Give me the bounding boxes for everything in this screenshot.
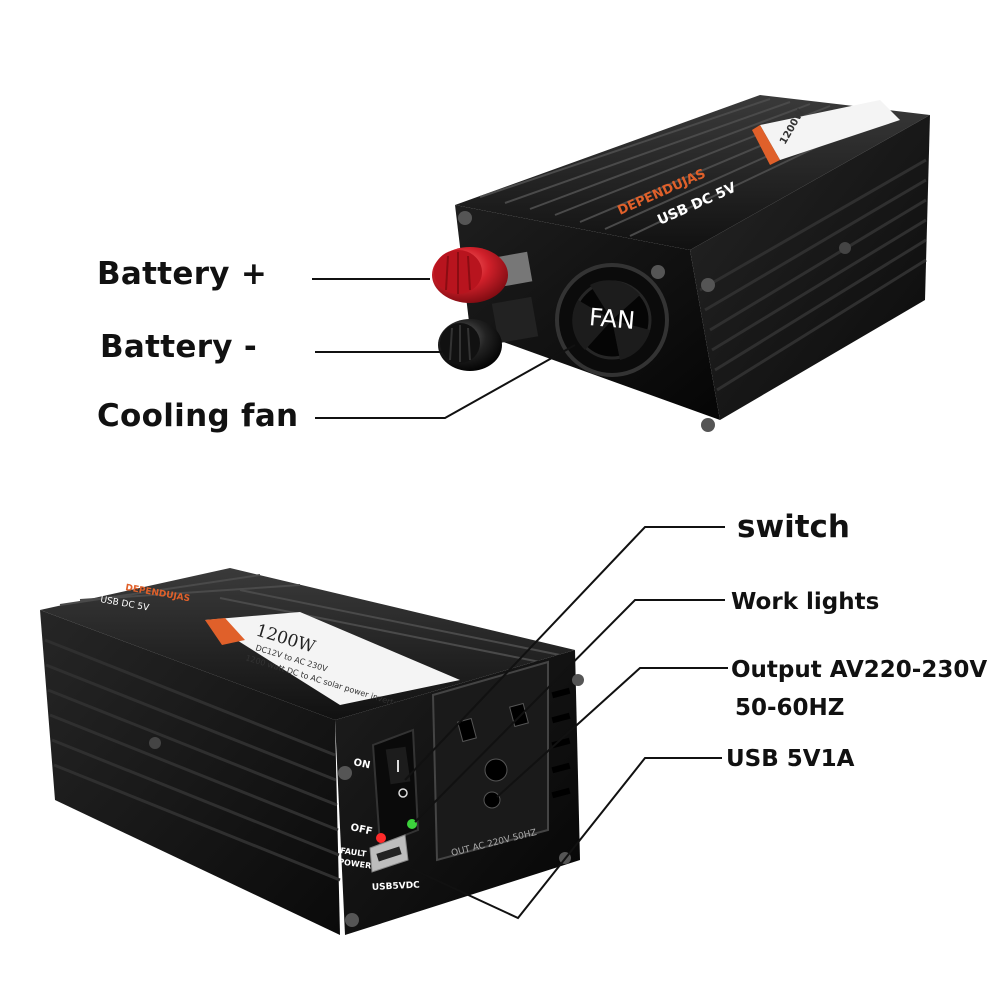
screw: [458, 211, 472, 225]
fault-label: FAULT: [340, 846, 368, 859]
cooling-fan-icon: FAN: [555, 263, 669, 377]
work-lights-callout: Work lights: [731, 589, 880, 615]
fan-label: FAN: [588, 303, 636, 335]
top-inverter: FAN DEPENDUJAS USB DC 5V 1200W: [432, 95, 930, 432]
bottom-inverter-side-ribs: [44, 638, 341, 882]
usb-callout: USB 5V1A: [726, 746, 855, 772]
top-leader-lines: [312, 278, 576, 419]
bottom-inverter-label-stripe: [205, 618, 245, 645]
off-label: OFF: [349, 822, 373, 837]
battery-positive-terminal-icon: [432, 247, 533, 303]
end-panel-vents: [551, 687, 571, 799]
screw: [338, 766, 352, 780]
output-callout: Output AV220-230V: [731, 657, 988, 683]
on-label: ON: [352, 757, 371, 771]
switch-callout: switch: [737, 509, 850, 545]
screw: [701, 418, 715, 432]
screw: [839, 242, 851, 254]
screw: [701, 278, 715, 292]
screw: [651, 265, 665, 279]
screw: [572, 674, 584, 686]
screw: [149, 737, 161, 749]
bottom-inverter: 1200W DC12V to AC 230V 1200 watt DC to A…: [40, 568, 584, 935]
bottom-inverter-spec-label: [205, 612, 460, 705]
fault-led-icon: [376, 833, 386, 843]
screw: [345, 913, 359, 927]
frequency-callout: 50-60HZ: [735, 695, 845, 721]
usb-port-icon: [369, 834, 409, 873]
top-inverter-label-stripe: [752, 125, 780, 165]
top-inverter-spec-label: [760, 100, 900, 160]
power-switch-icon: [371, 728, 420, 847]
bottom-leader-lines: [404, 526, 728, 920]
top-inverter-side-ribs: [699, 158, 927, 392]
top-inverter-fins: [479, 98, 891, 237]
usb-port-label: USB5VDC: [372, 880, 421, 893]
bottom-inverter-fins: [59, 574, 561, 663]
battery-negative-terminal-icon: [438, 296, 539, 371]
cooling-fan-callout: Cooling fan: [97, 398, 299, 434]
battery-minus-callout: Battery -: [100, 329, 258, 365]
ac-outlet-icon: [431, 660, 549, 862]
battery-plus-callout: Battery +: [97, 256, 268, 292]
